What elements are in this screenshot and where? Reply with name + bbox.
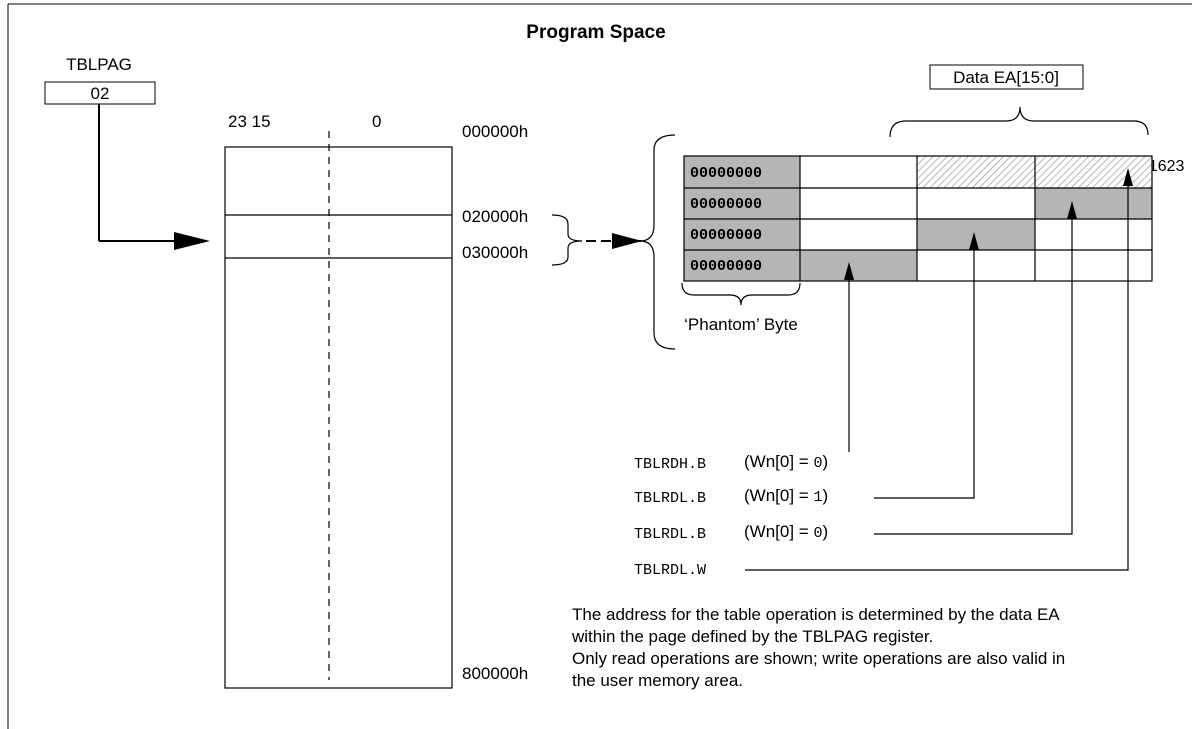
svg-text:(Wn[0] = 0): (Wn[0] = 0)	[744, 522, 828, 542]
data-ea-label: Data EA[15:0]	[953, 68, 1059, 87]
note-line-2: within the page defined by the TBLPAG re…	[572, 627, 934, 646]
bit-label-high: 23 15	[228, 112, 271, 131]
word-cell-row1-col3	[1035, 156, 1152, 188]
page-title: Program Space	[526, 22, 665, 43]
note-line-3: Only read operations are shown; write op…	[572, 649, 1066, 668]
svg-text:TBLRDL.W: TBLRDL.W	[634, 562, 706, 579]
instruction-tblrdl-w: TBLRDL.W	[634, 562, 706, 579]
phantom-brace	[681, 282, 801, 306]
phantom-value-row1: 00000000	[690, 165, 762, 182]
address-start: 000000h	[462, 122, 528, 141]
phantom-value-row3: 00000000	[690, 227, 762, 244]
address-end: 800000h	[462, 664, 528, 683]
tblpag-arrow	[98, 104, 210, 250]
pointer-tblrdh-b-0	[844, 262, 854, 452]
phantom-value-row2: 00000000	[690, 196, 762, 213]
instruction-tblrdl-b-0: TBLRDL.B (Wn[0] = 0)	[634, 522, 828, 543]
range-arrow-head	[612, 233, 642, 249]
instruction-tblrdh-b-0: TBLRDH.B (Wn[0] = 0)	[634, 452, 828, 473]
tblpag-label: TBLPAG	[66, 55, 132, 74]
address-020000: 020000h	[462, 207, 528, 226]
phantom-value-row4: 00000000	[690, 258, 762, 275]
svg-text:(Wn[0] = 1): (Wn[0] = 1)	[744, 486, 828, 506]
svg-text:TBLRDH.B: TBLRDH.B	[634, 456, 706, 473]
byte-cell-row4-col1	[800, 250, 917, 281]
svg-text:TBLRDL.B: TBLRDL.B	[634, 526, 706, 543]
byte-cell-row2-col3	[1035, 188, 1152, 219]
pointer-tblrdl-w	[745, 168, 1133, 571]
outer-frame	[7, 3, 1192, 729]
program-memory-block	[224, 146, 453, 689]
address-030000: 030000h	[462, 243, 528, 262]
svg-text:(Wn[0] = 0): (Wn[0] = 0)	[744, 452, 828, 472]
instruction-tblrdl-b-1: TBLRDL.B (Wn[0] = 1)	[634, 486, 828, 507]
data-ea-box	[929, 64, 1084, 90]
data-table	[683, 155, 1153, 282]
pointer-tblrdl-b-1	[874, 232, 979, 499]
note-line-1: The address for the table operation is d…	[572, 605, 1060, 624]
tblpag-value: 02	[91, 84, 110, 103]
svg-text:TBLRDL.B: TBLRDL.B	[634, 490, 706, 507]
word-cell-row1-col2	[917, 156, 1035, 188]
phantom-label: ‘Phantom’ Byte	[684, 315, 798, 334]
note-line-4: the user memory area.	[572, 671, 744, 690]
pointer-tblrdl-b-0	[874, 201, 1077, 535]
address-range-bracket	[551, 214, 583, 266]
data-ea-brace	[889, 106, 1149, 138]
notes-block: The address for the table operation is d…	[572, 604, 1182, 692]
bit-label-low: 0	[372, 112, 381, 131]
table-bracket	[639, 134, 676, 350]
